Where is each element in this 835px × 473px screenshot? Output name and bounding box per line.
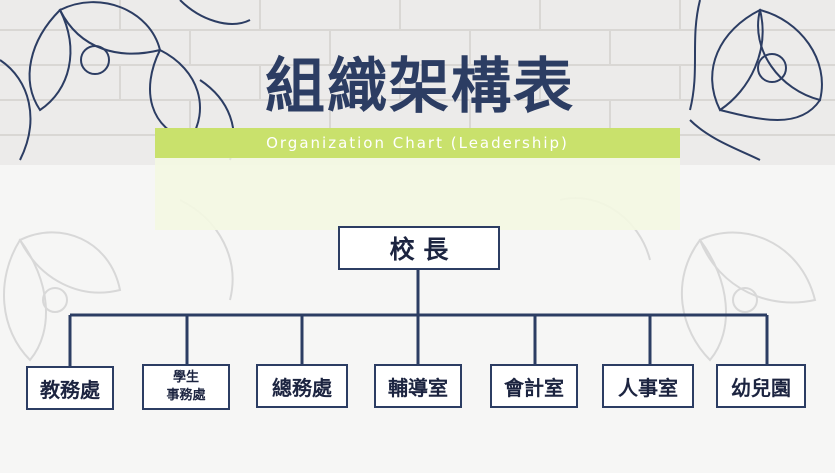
dept-label: 人事室 xyxy=(618,372,678,401)
dept-box-academic-affairs: 教務處 xyxy=(26,366,114,410)
dept-label: 輔導室 xyxy=(388,372,448,401)
dept-label: 會計室 xyxy=(504,372,564,401)
dept-label-line1: 學生 xyxy=(173,369,199,387)
dept-box-accounting: 會計室 xyxy=(490,364,578,408)
dept-box-student-affairs: 學生 事務處 xyxy=(142,364,230,410)
dept-label: 幼兒園 xyxy=(731,372,791,401)
dept-box-personnel: 人事室 xyxy=(602,364,694,408)
dept-label: 總務處 xyxy=(272,372,332,401)
dept-box-kindergarten: 幼兒園 xyxy=(716,364,806,408)
dept-label: 教務處 xyxy=(40,374,100,403)
principal-label: 校 長 xyxy=(390,230,449,266)
dept-box-counseling: 輔導室 xyxy=(374,364,462,408)
dept-box-general-affairs: 總務處 xyxy=(256,364,348,408)
dept-label-line2: 事務處 xyxy=(166,387,205,405)
principal-box: 校 長 xyxy=(338,226,500,270)
